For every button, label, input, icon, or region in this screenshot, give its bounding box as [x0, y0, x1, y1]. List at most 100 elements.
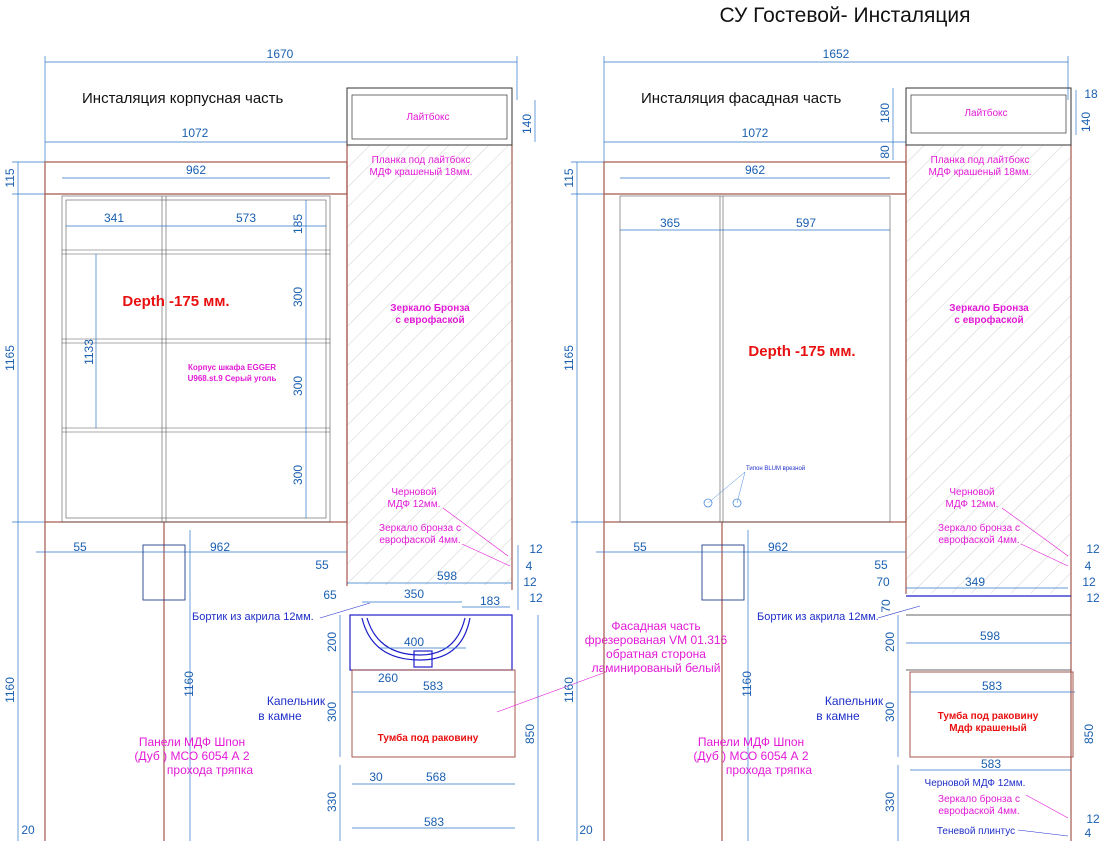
- dim-gap-55a-r: 55: [633, 540, 647, 554]
- dim-inner-1160: 1160: [182, 671, 196, 697]
- dim-4: 4: [526, 559, 533, 573]
- dim-total-width: 1670: [267, 47, 294, 61]
- cabinet-label-1-r: Тумба под раковину: [938, 710, 1039, 722]
- dim-gap-55b-r: 55: [874, 558, 888, 572]
- drip-label-2-r: в камне: [816, 709, 860, 723]
- dim-inner-1160-r: 1160: [740, 671, 754, 697]
- acrylic-label: Бортик из акрила 12мм.: [192, 611, 314, 623]
- mirror-label-2-r: с еврофаской: [954, 314, 1023, 326]
- rough-label-1: Черновой: [391, 487, 436, 498]
- dim-height-115-r: 115: [562, 168, 576, 187]
- dim-70b: 70: [879, 599, 893, 613]
- dim-cell-573: 573: [236, 211, 256, 225]
- dim-cell-341: 341: [104, 211, 124, 225]
- dim-width-962-r: 962: [745, 163, 765, 177]
- dim-cell-597: 597: [796, 216, 816, 230]
- dim-row-300b: 300: [291, 376, 305, 396]
- panels-label-1: Панели МДФ Шпон: [139, 735, 245, 749]
- dim-850: 850: [523, 724, 537, 744]
- dim-80: 80: [878, 145, 892, 159]
- acrylic-label-r: Бортик из акрила 12мм.: [757, 611, 879, 623]
- mirror-label-1-r: Зеркало Бронза: [949, 303, 1029, 314]
- dim-20: 20: [21, 823, 35, 837]
- dim-349: 349: [965, 575, 985, 589]
- carcass-label-2: U968.st.9 Серый уголь: [188, 374, 277, 383]
- left-heading: Инсталяция корпусная часть: [82, 90, 284, 107]
- dim-65: 65: [323, 588, 337, 602]
- dim-330-r: 330: [883, 792, 897, 812]
- left-drawing: 1670 Инсталяция корпусная часть 1072 115…: [3, 47, 543, 841]
- dim-12b: 12: [523, 575, 537, 589]
- dim-4b-r: 4: [1085, 826, 1092, 840]
- mirror-label-2: с еврофаской: [395, 314, 464, 326]
- switch-box-r: [701, 544, 745, 601]
- mirror4-label-1: Зеркало бронза с: [379, 522, 461, 534]
- dim-70a: 70: [876, 575, 890, 589]
- panels-label-2-r: (Дуб ) МСО 6054 А 2: [693, 749, 808, 763]
- dim-height-1160: 1160: [3, 677, 17, 703]
- dim-583a: 583: [423, 679, 443, 693]
- drip-label-1-r: Капельник: [825, 694, 884, 708]
- dim-row-300a: 300: [291, 287, 305, 307]
- dim-bottom-962-r: 962: [768, 540, 788, 554]
- rough-label-1-r: Черновой: [949, 487, 994, 498]
- page-title: СУ Гостевой- Инсталяция: [719, 4, 970, 27]
- dim-200: 200: [325, 632, 339, 652]
- dim-400: 400: [404, 635, 424, 649]
- panels-label-3: прохода тряпка: [167, 763, 254, 777]
- dim-12a: 12: [529, 542, 543, 556]
- mirror-b-label-1: Зеркало бронза с: [938, 793, 1020, 805]
- dim-width-962: 962: [186, 163, 206, 177]
- dim-12a-r: 12: [1086, 542, 1100, 556]
- dim-18: 18: [1084, 87, 1098, 101]
- rough-label-2-r: МДФ 12мм.: [946, 499, 999, 510]
- dim-330: 330: [325, 792, 339, 812]
- cabinet-label-2-r: Мдф крашеный: [949, 722, 1027, 734]
- facade-note-4: ламинированый белый: [592, 661, 721, 675]
- mirror4-label-2-r: еврофаской 4мм.: [938, 534, 1019, 546]
- mirror-b-label-2: еврофаской 4мм.: [938, 805, 1019, 817]
- dim-height-115: 115: [3, 168, 17, 187]
- vanity-cabinet: [351, 669, 516, 758]
- dim-gap-55a: 55: [73, 540, 87, 554]
- dim-350: 350: [404, 587, 424, 601]
- dim-300-r: 300: [883, 702, 897, 722]
- dim-height-1165: 1165: [3, 345, 17, 371]
- dim-300: 300: [325, 702, 339, 722]
- panels-label-2: (Дуб ) МСО 6054 А 2: [134, 749, 249, 763]
- dim-total-width-r: 1652: [823, 47, 850, 61]
- plank-label-1-r: Планка под лайтбокс: [931, 154, 1030, 166]
- dim-260: 260: [378, 671, 398, 685]
- dim-width-1072-r: 1072: [742, 126, 769, 140]
- dim-183: 183: [480, 594, 500, 608]
- shelf-grid: [61, 195, 331, 523]
- mirror-label-1: Зеркало Бронза: [390, 303, 470, 314]
- dim-height-1160-r: 1160: [562, 677, 576, 703]
- panels-label-3-r: прохода тряпка: [726, 763, 813, 777]
- plank-label-2-r: МДФ крашеный 18мм.: [928, 167, 1031, 178]
- facade-doors: [619, 195, 891, 523]
- panels-label-1-r: Панели МДФ Шпон: [698, 735, 804, 749]
- dim-20-r: 20: [579, 823, 593, 837]
- dim-height-1165-r: 1165: [562, 345, 576, 371]
- dim-width-1072: 1072: [182, 126, 209, 140]
- blum-label: Типон BLUM врезной: [746, 465, 805, 472]
- plank-label-1: Планка под лайтбокс: [372, 154, 471, 166]
- dim-12c-r: 12: [1086, 591, 1100, 605]
- dim-850-r: 850: [1082, 724, 1096, 744]
- right-drawing: 1652 Инсталяция фасадная часть 1072 115 …: [562, 47, 1100, 841]
- vanity-cabinet-r: [909, 671, 1074, 758]
- switch-box: [142, 544, 186, 601]
- dim-583b-r: 583: [981, 757, 1001, 771]
- cabinet-label: Тумба под раковину: [378, 732, 479, 744]
- drip-label-1: Капельник: [267, 694, 326, 708]
- lightbox-label-r: Лайтбокс: [964, 107, 1007, 119]
- dim-12c: 12: [529, 591, 543, 605]
- sink-basin: [361, 617, 471, 661]
- dim-bottom-962: 962: [210, 540, 230, 554]
- dim-200-r: 200: [883, 632, 897, 652]
- dim-583a-r: 583: [982, 679, 1002, 693]
- facade-note-3: обратная сторона: [606, 647, 706, 661]
- dim-598-r: 598: [980, 629, 1000, 643]
